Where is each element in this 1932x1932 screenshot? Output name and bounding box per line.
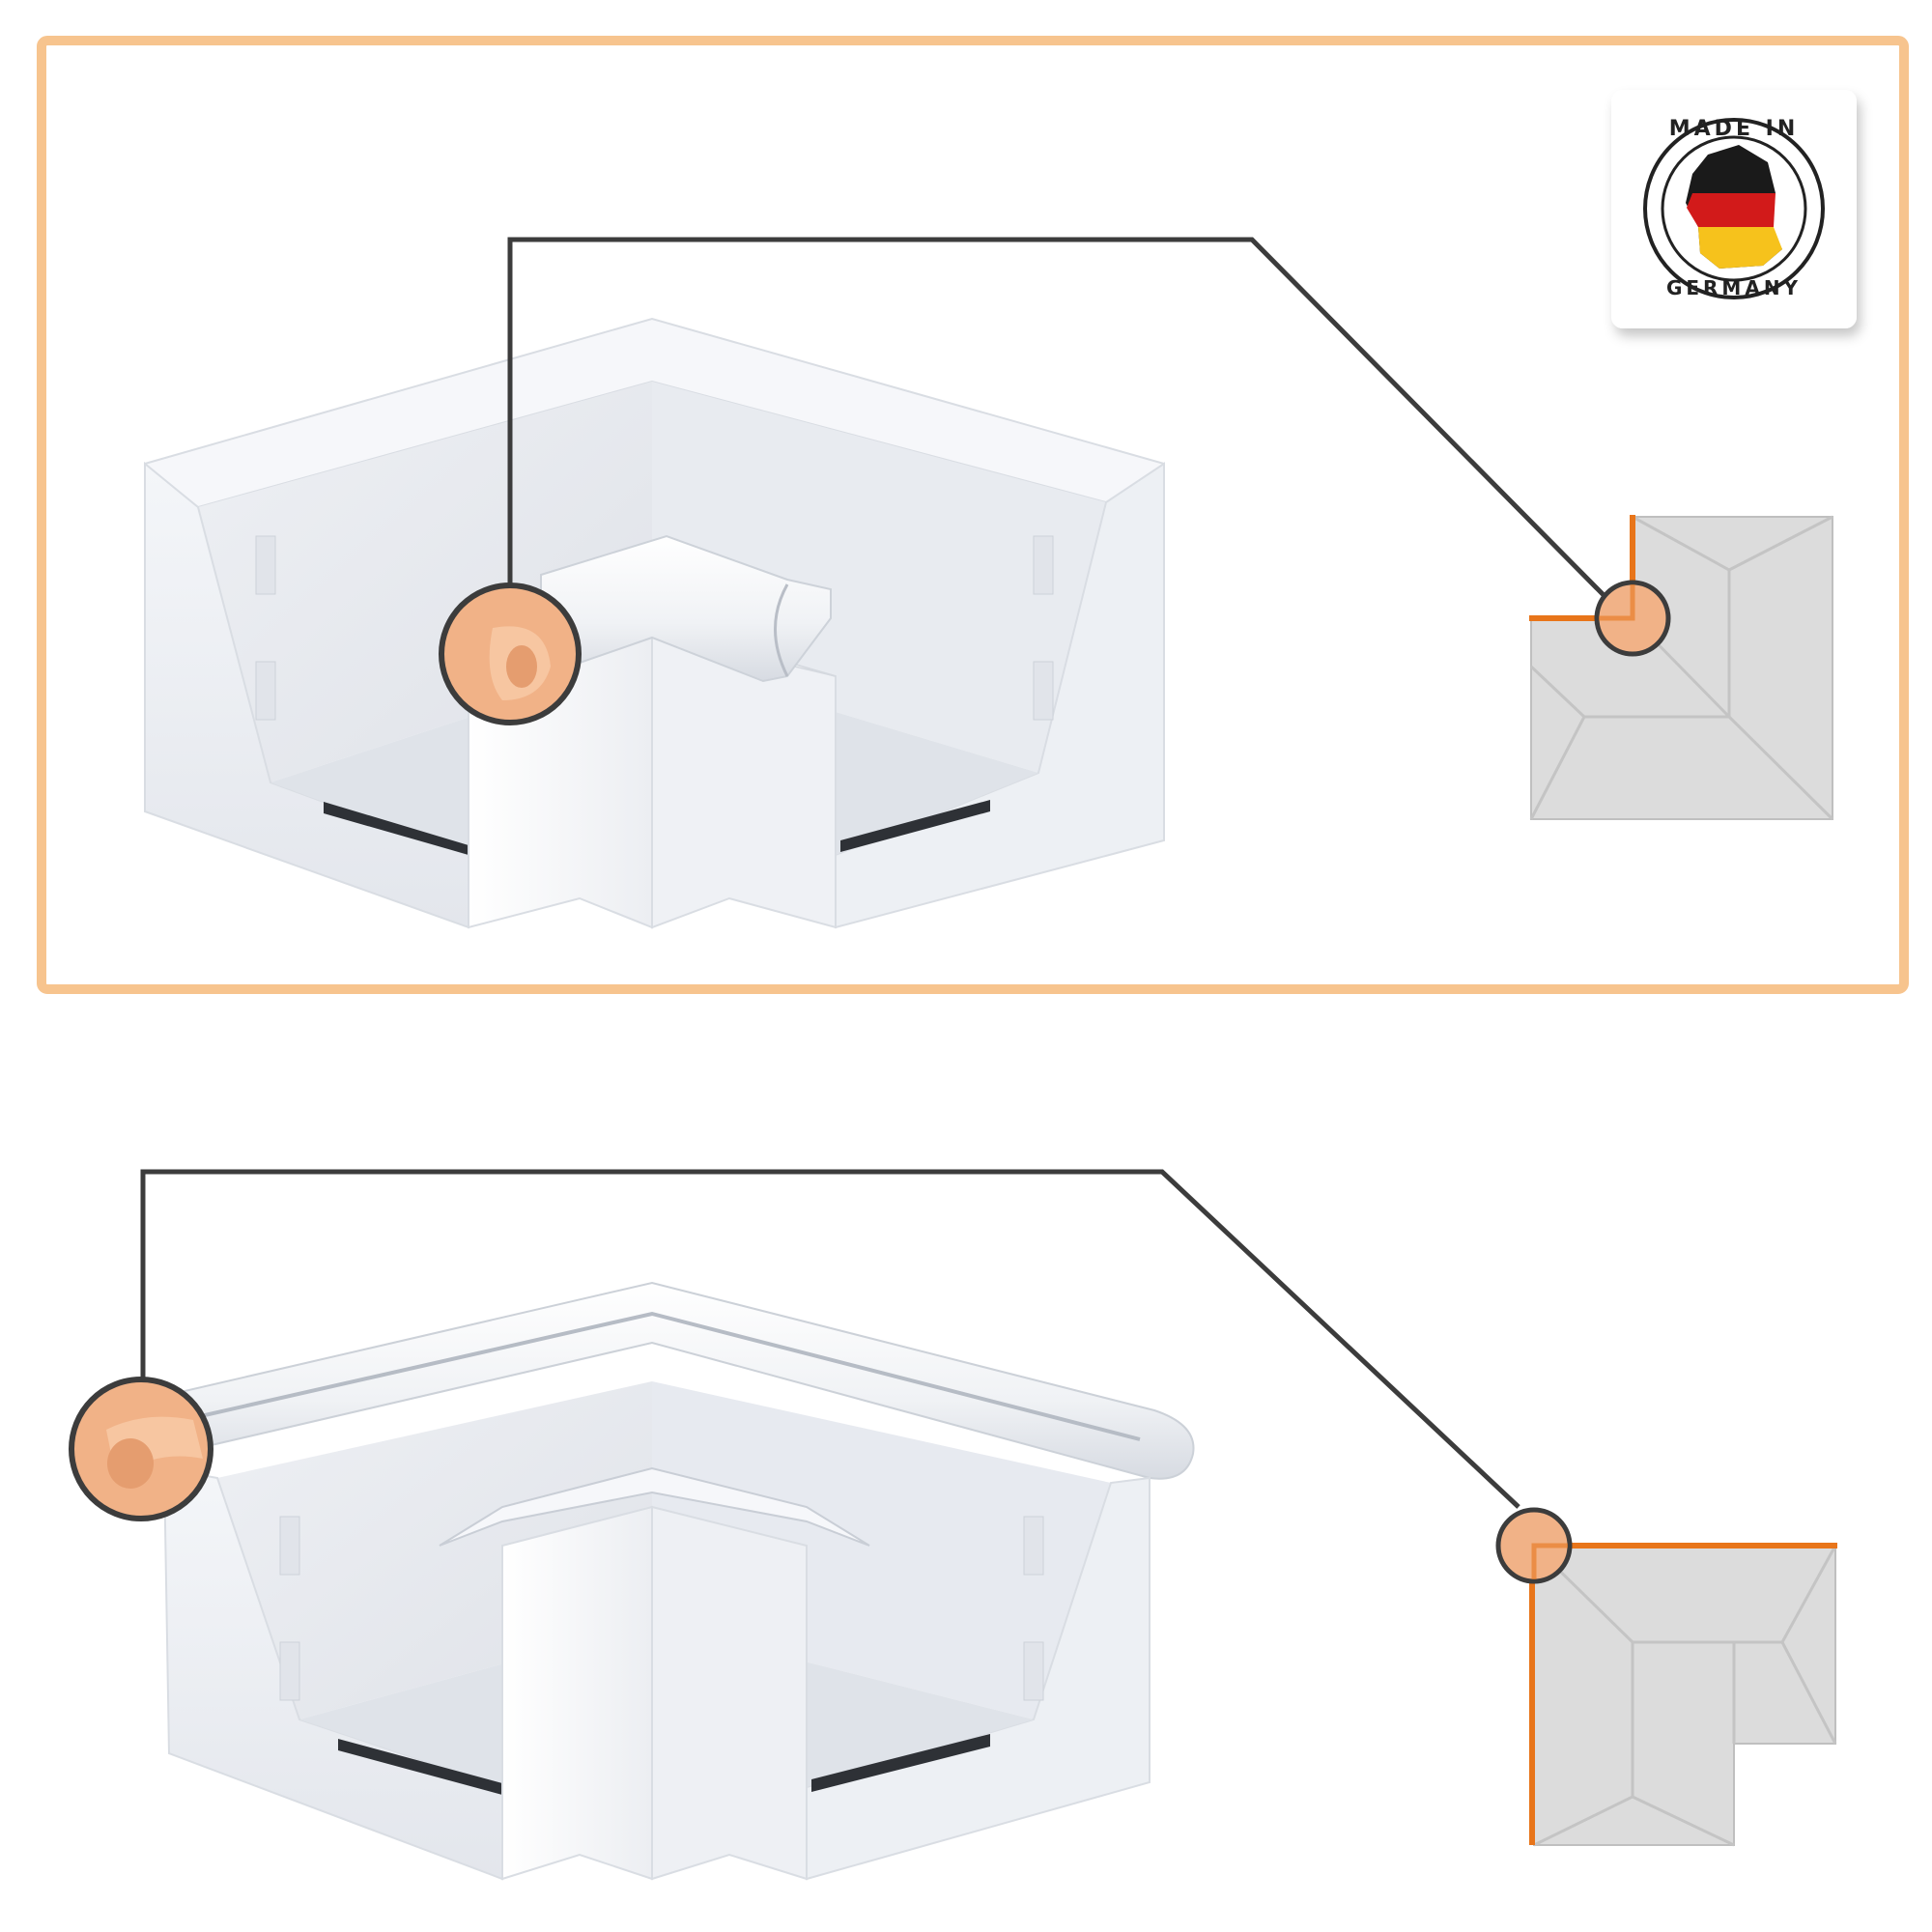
badge-line2: GERMANY: [1666, 276, 1802, 299]
badge-seal: MADE IN GERMANY: [1643, 117, 1825, 299]
external-corner-gutter: [124, 1281, 1195, 1881]
top-callout-circle: [439, 582, 582, 725]
bottom-leader-line: [140, 1169, 1520, 1509]
internal-corner-gutter: [144, 317, 1165, 929]
internal-corner-plan-icon: [1529, 515, 1834, 821]
bottom-callout-circle: [69, 1377, 213, 1521]
badge-line1: MADE IN: [1669, 117, 1799, 141]
external-corner-plan-icon: [1495, 1507, 1837, 1847]
top-leader-line: [507, 237, 1607, 599]
germany-flag-map-icon: [1686, 145, 1782, 269]
top-panel-frame: [37, 36, 1909, 994]
